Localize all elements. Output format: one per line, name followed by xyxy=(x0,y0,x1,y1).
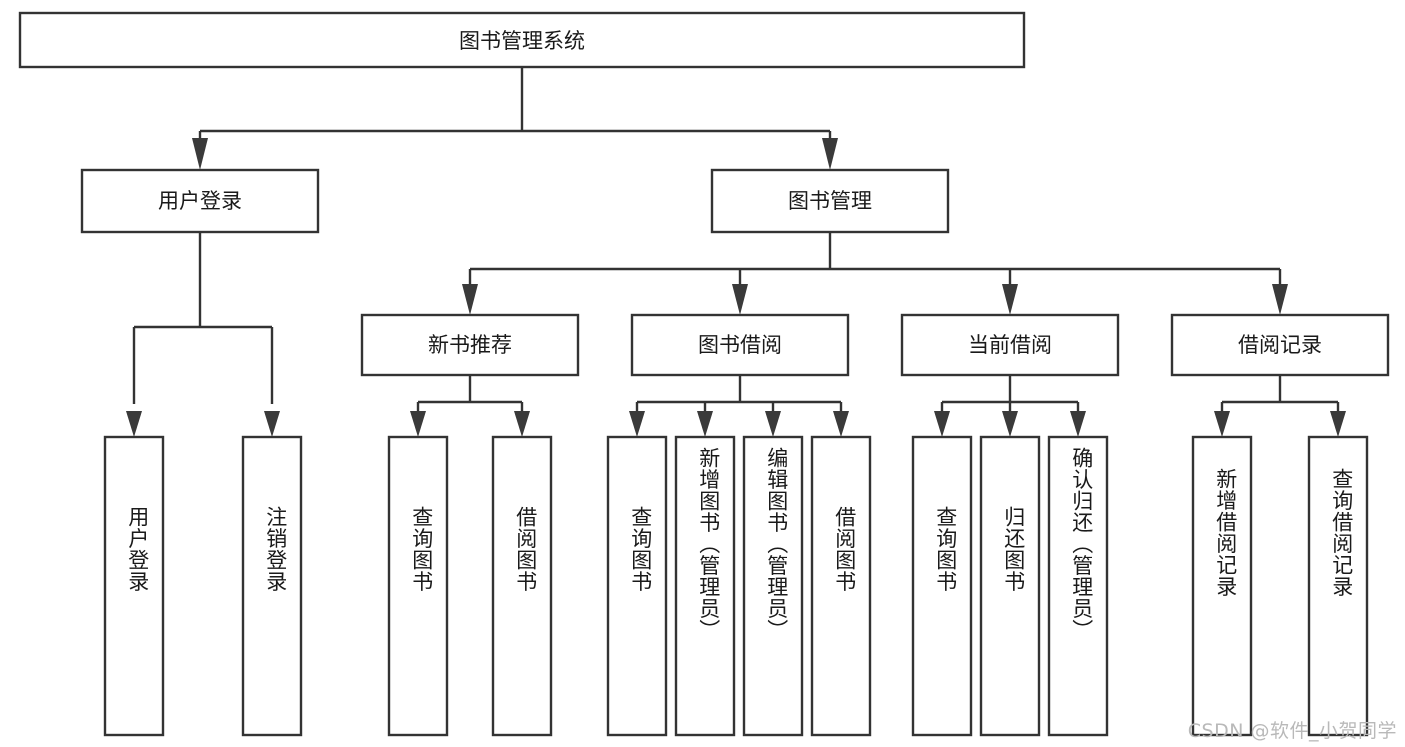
node-book-borrow-label: 图书借阅 xyxy=(698,333,782,357)
leaf-add-record-box[interactable] xyxy=(1191,435,1253,737)
leaf-query-book-3-box[interactable] xyxy=(911,435,973,737)
arrow-icon-to-leaf-query-record xyxy=(1330,411,1346,437)
arrow-icon-to-leaf-borrow-book-2 xyxy=(833,411,849,437)
node-user-login[interactable]: 用户登录 xyxy=(80,168,320,234)
arrow-icon-to-leaf-user-login xyxy=(126,411,142,437)
connector-layer xyxy=(132,67,1340,411)
arrow-icon-to-leaf-logout-login xyxy=(264,411,280,437)
arrow-icon-to-leaf-query-book-2 xyxy=(629,411,645,437)
node-new-book-rec-label: 新书推荐 xyxy=(428,333,512,357)
node-root[interactable]: 图书管理系统 xyxy=(18,11,1026,69)
node-new-book-rec-box[interactable] xyxy=(360,313,580,377)
node-borrow-record-box[interactable] xyxy=(1170,313,1390,377)
leaf-confirm-return-box[interactable] xyxy=(1047,435,1109,737)
leaf-logout-login-box[interactable] xyxy=(241,435,303,737)
node-new-book-rec[interactable]: 新书推荐 xyxy=(360,313,580,377)
node-layer: 图书管理系统 用户登录 图书管理 新书推荐 图书借阅 xyxy=(18,11,1390,737)
arrow-icon-to-book-manage xyxy=(822,138,838,170)
arrow-icon-to-leaf-confirm-return xyxy=(1070,411,1086,437)
leaf-box-layer xyxy=(103,435,1369,737)
arrow-icon-to-leaf-return-book xyxy=(1002,411,1018,437)
node-borrow-record[interactable]: 借阅记录 xyxy=(1170,313,1390,377)
node-current-borrow[interactable]: 当前借阅 xyxy=(900,313,1120,377)
leaf-query-book-2-box[interactable] xyxy=(606,435,668,737)
node-root-box[interactable] xyxy=(18,11,1026,69)
node-book-manage-box[interactable] xyxy=(710,168,950,234)
arrow-icon-to-user-login xyxy=(192,138,208,170)
leaf-query-book-1-box[interactable] xyxy=(387,435,449,737)
arrow-icon-to-leaf-add-book xyxy=(697,411,713,437)
arrow-icon-to-leaf-query-book-3 xyxy=(934,411,950,437)
arrow-icon-to-borrow-record xyxy=(1272,284,1288,315)
node-book-manage[interactable]: 图书管理 xyxy=(710,168,950,234)
arrow-icon-to-leaf-add-record xyxy=(1214,411,1230,437)
leaf-borrow-book-2-box[interactable] xyxy=(810,435,872,737)
leaf-user-login-box[interactable] xyxy=(103,435,165,737)
node-user-login-label: 用户登录 xyxy=(158,189,242,213)
arrow-icon-to-leaf-query-book-1 xyxy=(410,411,426,437)
arrow-icon-to-current-borrow xyxy=(1002,284,1018,315)
node-book-borrow[interactable]: 图书借阅 xyxy=(630,313,850,377)
node-book-borrow-box[interactable] xyxy=(630,313,850,377)
leaf-add-book-box[interactable] xyxy=(674,435,736,737)
leaf-edit-book-box[interactable] xyxy=(742,435,804,737)
arrow-icon-to-leaf-edit-book xyxy=(765,411,781,437)
node-book-manage-label: 图书管理 xyxy=(788,189,872,213)
node-user-login-box[interactable] xyxy=(80,168,320,234)
leaf-borrow-book-1-box[interactable] xyxy=(491,435,553,737)
csdn-watermark: CSDN @软件_小贺同学 xyxy=(1187,720,1397,742)
arrow-icon-to-new-book-rec xyxy=(462,284,478,315)
node-borrow-record-label: 借阅记录 xyxy=(1238,333,1322,357)
node-current-borrow-box[interactable] xyxy=(900,313,1120,377)
leaf-query-record-box[interactable] xyxy=(1307,435,1369,737)
arrow-icon-to-book-borrow xyxy=(732,284,748,315)
node-root-label: 图书管理系统 xyxy=(459,29,585,53)
node-current-borrow-label: 当前借阅 xyxy=(968,333,1052,357)
leaf-return-book-box[interactable] xyxy=(979,435,1041,737)
arrow-icon-to-leaf-borrow-book-1 xyxy=(514,411,530,437)
arrowhead-layer xyxy=(126,138,1346,437)
